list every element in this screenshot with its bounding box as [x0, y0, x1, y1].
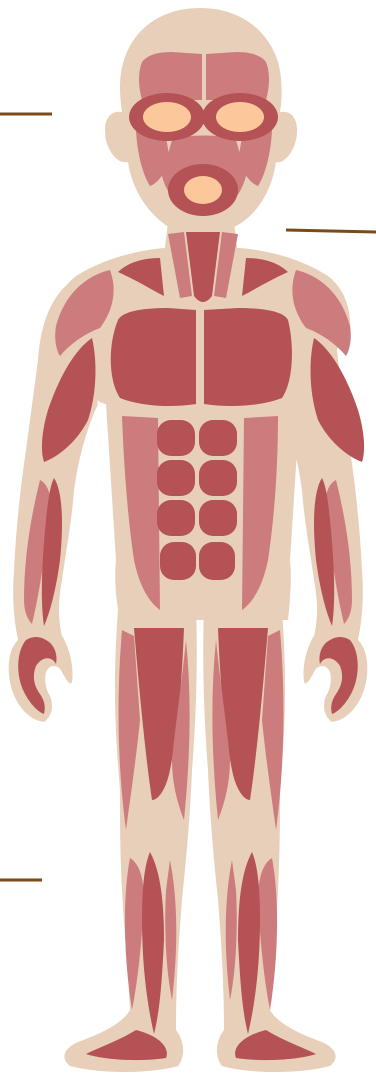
rectus-abdominis-1-left: [157, 420, 195, 456]
rectus-abdominis-3-left: [157, 500, 195, 536]
pectoral-right: [204, 308, 292, 406]
rectus-abdominis-2-right: [199, 460, 237, 496]
mouth: [184, 176, 222, 204]
rectus-abdominis-1-right: [199, 420, 237, 456]
eye-right: [216, 102, 264, 132]
pectoral-left: [111, 308, 196, 406]
rectus-abdominis-2-left: [157, 460, 195, 496]
label-line-neck-right: [286, 230, 376, 232]
frontalis-muscle-right: [206, 52, 269, 100]
frontalis-muscle: [139, 52, 202, 100]
rectus-abdominis-4-left: [160, 542, 196, 580]
rectus-abdominis-4-right: [199, 542, 235, 580]
rectus-abdominis-3-right: [199, 500, 237, 536]
eye-left: [143, 102, 191, 132]
